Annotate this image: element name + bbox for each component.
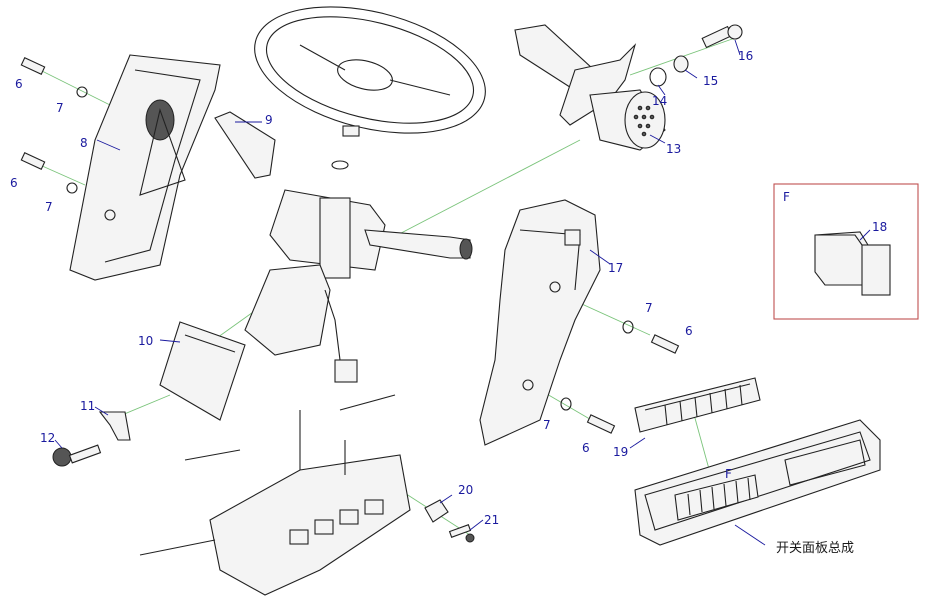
callout-f-panel: F — [725, 467, 732, 481]
callout-8: 8 — [80, 136, 88, 150]
column-shroud-right — [479, 199, 601, 446]
clip-and-screw — [424, 499, 475, 543]
callout-7a: 7 — [56, 101, 64, 115]
connector-housing — [514, 24, 666, 151]
steering-wheel — [254, 6, 486, 170]
callout-labels: 6 7 8 6 7 9 10 11 12 13 14 15 16 17 7 6 … — [10, 49, 887, 556]
bolts-right — [560, 320, 680, 434]
lower-dash-assembly — [139, 394, 411, 596]
callout-f-inset: F — [783, 190, 790, 204]
callout-7d: 7 — [543, 418, 551, 432]
switch-bezel — [634, 377, 761, 433]
callout-13: 13 — [666, 142, 681, 156]
callout-17: 17 — [608, 261, 623, 275]
callout-6c: 6 — [685, 324, 693, 338]
callout-12: 12 — [40, 431, 55, 445]
bracket-and-screw — [52, 411, 131, 467]
callout-6b: 6 — [10, 176, 18, 190]
cover-plate — [159, 321, 246, 421]
leader-lines — [54, 39, 871, 546]
callout-19: 19 — [613, 445, 628, 459]
combination-switch — [214, 111, 473, 383]
callout-21: 21 — [484, 513, 499, 527]
callout-6a: 6 — [15, 77, 23, 91]
detail-inset-f — [773, 183, 919, 320]
callout-7c: 7 — [645, 301, 653, 315]
callout-14: 14 — [652, 94, 667, 108]
callout-20: 20 — [458, 483, 473, 497]
callout-9: 9 — [265, 113, 273, 127]
bolts-left — [20, 56, 88, 194]
callout-7b: 7 — [45, 200, 53, 214]
switch-panel-caption: 开关面板总成 — [776, 541, 854, 556]
callout-15: 15 — [703, 74, 718, 88]
callout-16: 16 — [738, 49, 753, 63]
callout-11: 11 — [80, 399, 95, 413]
connector-pin-holes — [633, 105, 655, 137]
fasteners-top-right — [649, 24, 743, 87]
callout-18: 18 — [872, 220, 887, 234]
callout-10: 10 — [138, 334, 153, 348]
callout-6d: 6 — [582, 441, 590, 455]
switch-panel-assembly — [634, 419, 881, 546]
column-shroud-left — [69, 54, 221, 281]
